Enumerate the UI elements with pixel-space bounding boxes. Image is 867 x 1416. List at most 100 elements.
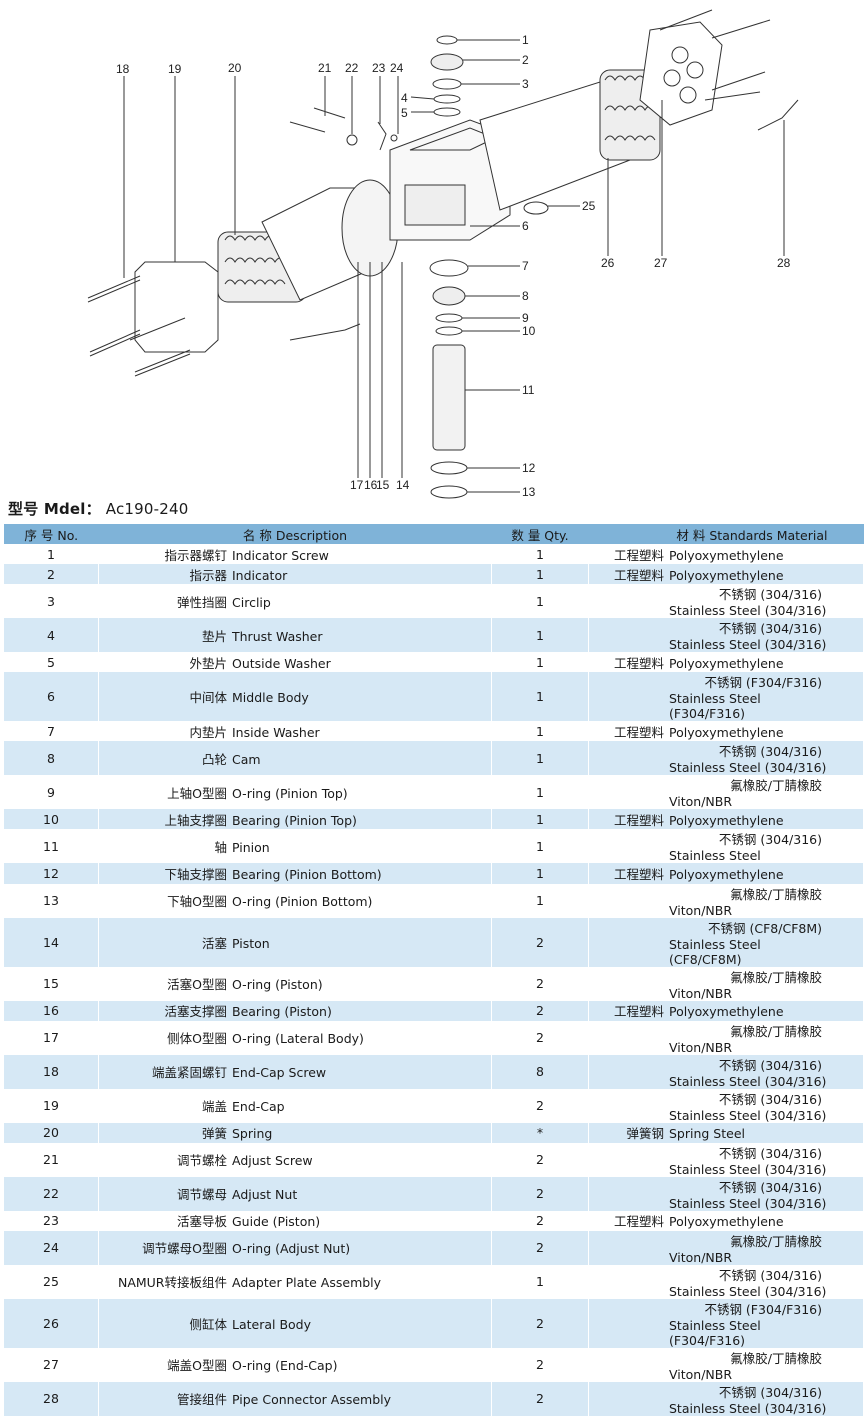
description-zh: 指示器 bbox=[189, 567, 227, 583]
description-zh: 管接组件 bbox=[176, 1392, 227, 1408]
cell-no: 11 bbox=[4, 829, 99, 864]
material-zh: 工程塑料 bbox=[613, 867, 664, 883]
callout-10: 10 bbox=[522, 324, 536, 338]
material-en: Stainless Steel (F304/F316) bbox=[669, 1317, 761, 1348]
material-zh: 氟橡胶/丁腈橡胶 bbox=[730, 1350, 822, 1366]
cell-qty: 1 bbox=[491, 672, 589, 722]
callout-8: 8 bbox=[522, 289, 529, 303]
cell-qty: 8 bbox=[491, 1054, 589, 1089]
callout-11: 11 bbox=[522, 383, 535, 397]
cell-description: 上轴O型圈 O-ring (Pinion Top) bbox=[98, 775, 492, 810]
cell-no: 15 bbox=[4, 966, 99, 1001]
cell-qty: 1 bbox=[491, 829, 589, 864]
cell-qty: 2 bbox=[491, 917, 589, 967]
description-zh: 弹性挡圈 bbox=[176, 594, 227, 610]
callout-24: 24 bbox=[390, 61, 404, 75]
material-en: Stainless Steel (304/316) bbox=[669, 1161, 827, 1177]
header-description: 名 称 Description bbox=[98, 524, 492, 544]
cell-qty: 1 bbox=[491, 721, 589, 742]
description-zh: 活塞O型圈 bbox=[167, 977, 227, 993]
description-zh: 调节螺母 bbox=[176, 1187, 227, 1203]
material-en: Viton/NBR bbox=[669, 902, 733, 918]
cell-qty: 1 bbox=[491, 584, 589, 619]
description-en: End-Cap Screw bbox=[232, 1065, 327, 1081]
material-en: Viton/NBR bbox=[669, 794, 733, 810]
cell-no: 4 bbox=[4, 618, 99, 653]
description-zh: 中间体 bbox=[189, 690, 227, 706]
material-zh: 氟橡胶/丁腈橡胶 bbox=[730, 1023, 822, 1039]
cell-qty: 1 bbox=[491, 775, 589, 810]
description-zh: 活塞导板 bbox=[176, 1214, 227, 1230]
header-no: 序 号 No. bbox=[4, 524, 99, 544]
material-en: Stainless Steel (304/316) bbox=[669, 1195, 827, 1211]
cell-no: 8 bbox=[4, 741, 99, 776]
callout-26: 26 bbox=[601, 256, 615, 270]
material-en: Viton/NBR bbox=[669, 985, 733, 1001]
description-en: Indicator bbox=[232, 567, 288, 583]
description-en: O-ring (Pinion Top) bbox=[232, 785, 348, 801]
cell-material: 不锈钢 (CF8/CF8M)Stainless Steel (CF8/CF8M) bbox=[588, 917, 864, 967]
cell-qty: 1 bbox=[491, 741, 589, 776]
cell-qty: 2 bbox=[491, 1176, 589, 1211]
description-en: Adapter Plate Assembly bbox=[232, 1275, 382, 1291]
description-en: Adjust Screw bbox=[232, 1153, 313, 1169]
description-zh: 端盖 bbox=[201, 1099, 227, 1115]
material-en: Stainless Steel (304/316) bbox=[669, 760, 827, 776]
cell-no: 19 bbox=[4, 1088, 99, 1123]
material-en: Stainless Steel (304/316) bbox=[669, 1283, 827, 1299]
cell-material: 氟橡胶/丁腈橡胶Viton/NBR bbox=[588, 966, 864, 1001]
cell-qty: 1 bbox=[491, 544, 589, 565]
callout-17: 17 bbox=[350, 478, 364, 492]
description-zh: 指示器螺钉 bbox=[164, 547, 227, 563]
cell-qty: 1 bbox=[491, 809, 589, 830]
header-material: 材 料 Standards Material bbox=[588, 524, 864, 544]
cell-material: 不锈钢 (304/316)Stainless Steel (304/316) bbox=[588, 1054, 864, 1089]
callout-7: 7 bbox=[522, 259, 529, 273]
description-zh: 端盖紧固螺钉 bbox=[151, 1065, 227, 1081]
cell-no: 21 bbox=[4, 1142, 99, 1177]
description-zh: 侧体O型圈 bbox=[167, 1031, 227, 1047]
description-zh: 外垫片 bbox=[189, 655, 227, 671]
cell-material: 不锈钢 (F304/F316)Stainless Steel (F304/F31… bbox=[588, 672, 864, 722]
material-zh: 工程塑料 bbox=[613, 547, 664, 563]
description-en: Pipe Connector Assembly bbox=[232, 1392, 392, 1408]
cell-no: 28 bbox=[4, 1381, 99, 1416]
material-zh: 不锈钢 (CF8/CF8M) bbox=[708, 920, 822, 936]
description-en: Bearing (Pinion Top) bbox=[232, 812, 357, 828]
material-en: Stainless Steel (304/316) bbox=[669, 1073, 827, 1089]
cell-no: 2 bbox=[4, 564, 99, 585]
description-en: Spring bbox=[232, 1126, 273, 1142]
material-en: Stainless Steel (F304/F316) bbox=[669, 691, 761, 722]
description-zh: 上轴O型圈 bbox=[167, 785, 227, 801]
description-en: End-Cap bbox=[232, 1099, 285, 1115]
model-designation: 型号 Mdel： Ac190-240 bbox=[8, 498, 189, 519]
material-zh: 氟橡胶/丁腈橡胶 bbox=[730, 778, 822, 794]
cell-material: 不锈钢 (304/316)Stainless Steel (304/316) bbox=[588, 1381, 864, 1416]
description-zh: 垫片 bbox=[201, 628, 227, 644]
material-zh: 工程塑料 bbox=[613, 567, 664, 583]
model-label: 型号 Mdel： bbox=[8, 500, 101, 518]
cell-material: 氟橡胶/丁腈橡胶Viton/NBR bbox=[588, 775, 864, 810]
cell-no: 24 bbox=[4, 1230, 99, 1265]
description-zh: 端盖O型圈 bbox=[167, 1358, 227, 1374]
